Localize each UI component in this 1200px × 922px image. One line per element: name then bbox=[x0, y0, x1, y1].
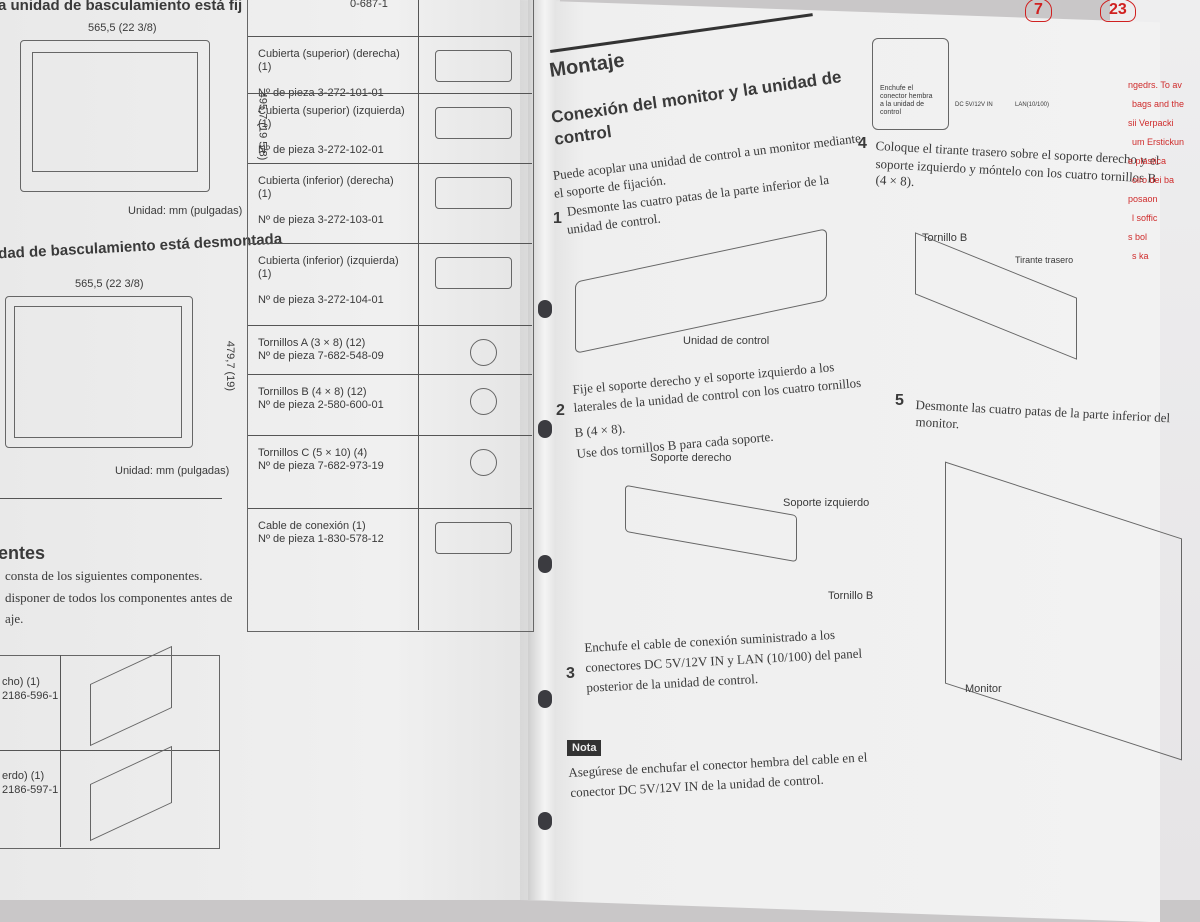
connector-label: control bbox=[880, 109, 902, 116]
table-row-divider bbox=[248, 243, 532, 244]
parts-table bbox=[247, 0, 534, 632]
screw-drawing bbox=[470, 449, 497, 476]
table-row-divider bbox=[248, 374, 532, 375]
divider bbox=[0, 498, 222, 499]
screw-label: Tornillo B bbox=[922, 232, 968, 244]
unit-label-1: Unidad: mm (pulgadas) bbox=[128, 205, 243, 217]
dim-width-2: 565,5 (22 3/8) bbox=[75, 278, 144, 290]
binding-ring bbox=[538, 300, 552, 318]
monitor-screen-drawing-2 bbox=[14, 306, 182, 438]
step-number: 4 bbox=[858, 135, 867, 152]
components-body: disponer de todos los componentes antes … bbox=[5, 590, 233, 605]
screw-drawing bbox=[470, 388, 497, 415]
part-number: 2186-597-1 bbox=[2, 784, 59, 796]
monitor-screen-drawing bbox=[32, 52, 198, 172]
cable-drawing bbox=[435, 522, 512, 554]
divider bbox=[60, 655, 61, 847]
table-row-divider bbox=[248, 325, 532, 326]
part-name: Tornillos A (3 × 8) (12) bbox=[258, 337, 366, 349]
lan-port-label: LAN(10/100) bbox=[1015, 102, 1050, 108]
components-body: aje. bbox=[5, 611, 24, 626]
components-table bbox=[0, 655, 220, 849]
step-number: 2 bbox=[556, 402, 565, 419]
part-name: Cubierta (superior) (derecha) (1) bbox=[258, 48, 400, 73]
table-row-divider bbox=[248, 93, 532, 94]
table-row-divider bbox=[248, 36, 532, 37]
connector-label: a la unidad de bbox=[880, 101, 924, 108]
dc-port-label: DC 5V/12V IN bbox=[955, 102, 993, 108]
binding-ring bbox=[538, 812, 552, 830]
divider bbox=[418, 0, 419, 630]
book-gutter bbox=[528, 0, 556, 900]
bag-warning-text: sii Verpacki bbox=[1128, 118, 1174, 128]
bag-warning-text: bags and the bbox=[1132, 99, 1185, 109]
step-text: (4 × 8). bbox=[875, 172, 915, 190]
screw-drawing bbox=[470, 339, 497, 366]
part-number: Nº de pieza 3-272-104-01 bbox=[258, 294, 384, 306]
control-unit-label: Unidad de control bbox=[683, 335, 770, 347]
left-heading-1: a unidad de basculamiento está fij bbox=[0, 0, 243, 14]
binding-ring bbox=[538, 690, 552, 708]
cover-drawing bbox=[435, 107, 512, 139]
components-section-title: entes bbox=[0, 543, 46, 563]
part-name: Tornillos C (5 × 10) (4) bbox=[258, 447, 368, 459]
monitor-label: Monitor bbox=[965, 683, 1002, 695]
step-number: 5 bbox=[895, 392, 904, 409]
table-top-cell: 0-687-1 bbox=[350, 0, 388, 10]
connector-inset bbox=[872, 38, 949, 130]
bag-warning-text: s ka bbox=[1132, 251, 1149, 261]
part-name: Cubierta (inferior) (derecha) (1) bbox=[258, 175, 394, 200]
rear-brace-label: Tirante trasero bbox=[1015, 255, 1074, 265]
part-name: Cubierta (superior) (izquierda) (1) bbox=[258, 105, 405, 130]
part-name: Cubierta (inferior) (izquierda) (1) bbox=[258, 255, 399, 280]
bag-warning-text: e plastica bbox=[1128, 156, 1167, 166]
part-number: Nº de pieza 3-272-103-01 bbox=[258, 214, 384, 226]
recycle-symbol: 7 bbox=[1025, 0, 1052, 22]
part-name: Tornillos B (4 × 8) (12) bbox=[258, 386, 367, 398]
bag-warning-text: ngedrs. To av bbox=[1128, 80, 1182, 90]
step-text: monitor. bbox=[915, 414, 960, 432]
monitor-front-drawing bbox=[20, 40, 210, 192]
part-number: Nº de pieza 2-580-600-01 bbox=[258, 399, 384, 411]
table-row-divider bbox=[248, 508, 532, 509]
bag-warning-text: s bol bbox=[1128, 232, 1148, 242]
part-number: Nº de pieza 7-682-548-09 bbox=[258, 350, 384, 362]
cover-drawing bbox=[435, 257, 512, 289]
table-row-divider bbox=[248, 163, 532, 164]
binding-ring bbox=[538, 555, 552, 573]
note-badge: Nota bbox=[567, 740, 602, 756]
part-number: Nº de pieza 1-830-578-12 bbox=[258, 533, 384, 545]
bag-warning-text: posaon bbox=[1128, 194, 1158, 204]
cover-drawing bbox=[435, 50, 512, 82]
components-body: consta de los siguientes componentes. bbox=[5, 568, 203, 583]
bracket-label: Soporte izquierdo bbox=[783, 497, 870, 509]
screw-label: Tornillo B bbox=[828, 590, 874, 602]
step-number: 3 bbox=[566, 665, 575, 682]
part-number: Nº de pieza 7-682-973-19 bbox=[258, 460, 384, 472]
part-number: 2186-596-1 bbox=[2, 690, 59, 702]
bracket-label: Soporte derecho bbox=[650, 452, 732, 464]
part-number: Nº de pieza 3-272-102-01 bbox=[258, 144, 384, 156]
part-name: Cable de conexión (1) bbox=[258, 520, 366, 532]
part-name: cho) (1) bbox=[2, 676, 40, 688]
dim-width-1: 565,5 (22 3/8) bbox=[88, 22, 157, 34]
connector-label: conector hembra bbox=[880, 93, 933, 100]
unit-label-2: Unidad: mm (pulgadas) bbox=[115, 465, 230, 477]
monitor-front-drawing-2 bbox=[5, 296, 193, 448]
part-name: erdo) (1) bbox=[2, 770, 45, 782]
bag-warning-text: um Erstickun bbox=[1132, 137, 1185, 147]
bag-warning-text: l soffic bbox=[1132, 213, 1158, 223]
recycle-symbol: 23 bbox=[1100, 0, 1136, 22]
dim-height-2: 479,7 (19) bbox=[224, 340, 237, 392]
step-number: 1 bbox=[553, 210, 562, 227]
divider bbox=[0, 750, 220, 751]
cover-drawing bbox=[435, 177, 512, 209]
table-row-divider bbox=[248, 435, 532, 436]
connector-label: Enchufe el bbox=[880, 85, 914, 92]
binding-ring bbox=[538, 420, 552, 438]
bag-warning-text: oiro dei ba bbox=[1132, 175, 1175, 185]
